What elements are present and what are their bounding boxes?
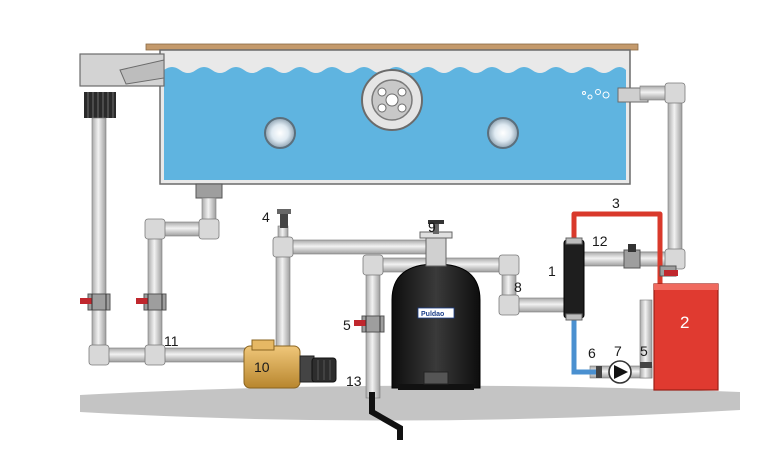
label-valve-filter: 5 (343, 317, 351, 333)
circulation-pump (608, 360, 632, 384)
ground (80, 385, 740, 421)
label-circ-pump: 7 (614, 343, 622, 359)
hot-water-circuit (571, 211, 663, 290)
drain-pipe (369, 392, 403, 440)
valve-hot-inlet (659, 265, 678, 277)
main-drain (195, 183, 223, 199)
label-heat-exchanger: 1 (548, 263, 556, 279)
sand-filter: Puldao (391, 220, 481, 390)
label-bypass: 12 (592, 233, 608, 249)
label-multiport-valve: 9 (428, 219, 436, 235)
return-bubbles-icon (582, 89, 610, 100)
check-valve-6 (596, 366, 602, 378)
filter-brand-label: Puldao (421, 311, 444, 318)
check-valve-5 (640, 362, 652, 368)
label-hot-circuit: 3 (612, 195, 620, 211)
heat-exchanger (563, 239, 585, 319)
air-vent (277, 209, 291, 228)
skimmer-basket-mesh (87, 92, 114, 118)
label-valve-circuit: 5 (640, 343, 648, 359)
valve-skimmer (80, 293, 111, 311)
pool-light-left (264, 117, 296, 149)
pool-deck (145, 43, 639, 51)
label-junction: 11 (164, 333, 179, 349)
boiler (653, 283, 719, 391)
skimmer-weir (119, 59, 165, 85)
valve-bypass (623, 244, 641, 269)
label-boiler: 2 (680, 313, 689, 332)
skimmer-basket (84, 92, 116, 118)
valve-main-drain (136, 293, 167, 311)
pool-light-right (487, 117, 519, 149)
label-main-pump: 10 (254, 359, 270, 375)
label-air-vent: 4 (262, 209, 270, 225)
cold-water-circuit (571, 318, 598, 375)
label-drain: 13 (346, 373, 362, 389)
valve-filter (354, 315, 385, 333)
main-pump (243, 339, 337, 389)
pipe-fittings (88, 82, 686, 366)
label-cold-return: 6 (588, 345, 596, 361)
label-filter-outlet: 8 (514, 279, 522, 295)
